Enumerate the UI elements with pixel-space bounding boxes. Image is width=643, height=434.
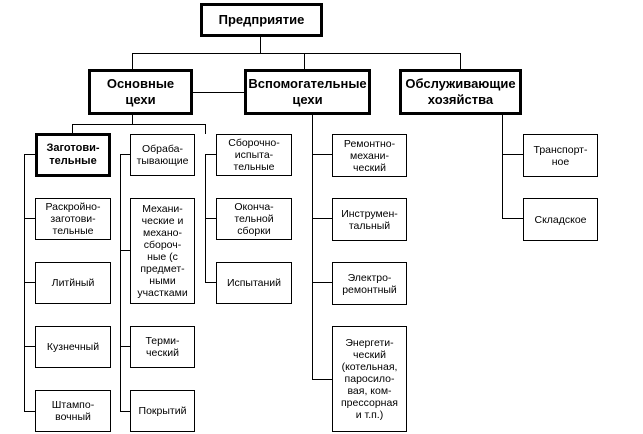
connector	[205, 124, 206, 134]
connector	[120, 154, 130, 155]
node-electrical-repair: Электро- ремонтный	[332, 262, 407, 305]
node-service-facilities: Обслуживающие хозяйства	[399, 69, 522, 115]
connector	[304, 53, 305, 70]
node-energy: Энергети- ческий (котельная, паросило- в…	[332, 326, 407, 432]
node-auxiliary-shops: Вспомогательные цехи	[244, 69, 371, 115]
connector	[312, 154, 332, 155]
connector	[120, 346, 130, 347]
node-testing: Испытаний	[216, 262, 292, 304]
node-repair-mechanical: Ремонтно- механи- ческий	[332, 134, 407, 177]
connector	[205, 154, 216, 155]
node-mechanical-assembly: Механи- ческие и механо- сбороч- ные (с …	[130, 198, 195, 304]
connector	[260, 36, 261, 53]
connector	[72, 124, 73, 134]
connector	[312, 114, 313, 380]
connector	[120, 154, 121, 412]
node-coating: Покрытий	[130, 390, 195, 432]
connector	[502, 218, 523, 219]
connector	[72, 124, 206, 125]
node-main-shops: Основные цехи	[88, 69, 193, 115]
connector	[192, 92, 244, 93]
connector	[312, 379, 332, 380]
node-assembly-testing: Сборочно- испыта- тельные	[216, 134, 292, 176]
node-final-assembly: Оконча- тельной сборки	[216, 198, 292, 240]
connector	[132, 53, 461, 54]
node-transport: Транспорт- ное	[523, 134, 598, 177]
connector	[312, 218, 332, 219]
connector	[120, 250, 130, 251]
connector	[24, 411, 35, 412]
node-foundry: Литйный	[35, 262, 111, 304]
connector	[24, 154, 35, 155]
connector	[132, 114, 133, 124]
node-stamping: Штампо- вочный	[35, 390, 111, 432]
connector	[24, 282, 35, 283]
connector	[24, 346, 35, 347]
connector	[120, 411, 130, 412]
connector	[205, 218, 216, 219]
connector	[312, 282, 332, 283]
connector	[460, 53, 461, 70]
connector	[132, 53, 133, 70]
connector	[205, 282, 216, 283]
node-processing: Обраба- тывающие	[130, 134, 195, 176]
connector	[24, 218, 35, 219]
connector	[24, 154, 25, 412]
node-enterprise: Предприятие	[200, 3, 323, 37]
node-warehouse: Складское	[523, 198, 598, 241]
node-procurement: Заготови- тельные	[35, 133, 111, 177]
node-forging: Кузнечный	[35, 326, 111, 368]
connector	[502, 154, 523, 155]
node-tooling: Инструмен- тальный	[332, 198, 407, 241]
node-cutting: Раскройно- заготови- тельные	[35, 198, 111, 240]
node-thermal: Терми- ческий	[130, 326, 195, 368]
connector	[502, 114, 503, 219]
